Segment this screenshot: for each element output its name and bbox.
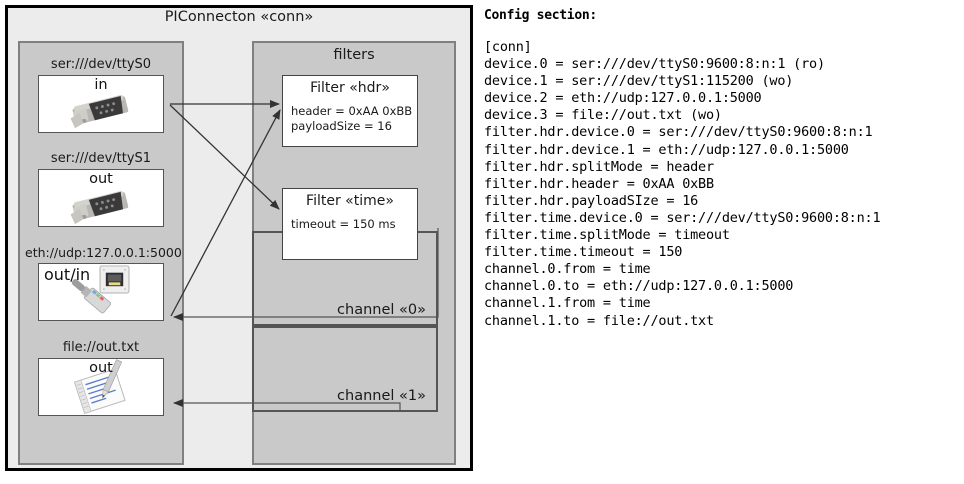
- channel-1-label: channel «1»: [337, 388, 426, 404]
- config-line: [conn]: [484, 39, 532, 55]
- filter-hdr-card[interactable]: Filter «hdr» header = 0xAA 0xBB payloadS…: [282, 75, 418, 147]
- device-ttys0-caption: ser:///dev/ttyS0: [50, 57, 152, 72]
- config-line: channel.1.to = file://out.txt: [484, 312, 714, 329]
- device-ethernet-body: out/in: [38, 263, 164, 321]
- device-ttys0-body: in: [38, 75, 164, 133]
- filter-hdr-props: header = 0xAA 0xBB payloadSize = 16: [291, 104, 412, 134]
- config-line: filter.hdr.device.0 = ser:///dev/ttyS0:9…: [484, 124, 873, 141]
- config-line: device.3 = file://out.txt (wo): [484, 107, 722, 124]
- config-section: Config section: [conn]device.0 = ser:///…: [484, 8, 960, 330]
- serial-port-icon: [70, 190, 129, 225]
- config-line: filter.hdr.payloadSIze = 16: [484, 192, 699, 209]
- config-line: filter.hdr.splitMode = header: [484, 158, 714, 175]
- config-line: channel.0.from = time: [484, 261, 651, 278]
- device-ethernet-direction: out/in: [44, 265, 91, 284]
- device-file-body: out: [38, 358, 164, 416]
- config-line: filter.hdr.header = 0xAA 0xBB: [484, 175, 714, 192]
- filter-time-card[interactable]: Filter «time» timeout = 150 ms: [282, 188, 418, 260]
- text-file-pencil-icon: [73, 359, 126, 414]
- channel-0-label: channel «0»: [337, 302, 426, 318]
- device-ttys0-direction: in: [94, 77, 108, 93]
- config-line: device.1 = ser:///dev/ttyS1:115200 (wo): [484, 73, 794, 90]
- channel-1-box: channel «1»: [252, 326, 438, 412]
- config-lines: [conn]device.0 = ser:///dev/ttyS0:9600:8…: [484, 39, 960, 330]
- page-title: PIConnecton «conn»: [164, 9, 314, 25]
- config-line: channel.1.from = time: [484, 295, 651, 312]
- serial-port-icon: [70, 94, 129, 129]
- device-file[interactable]: file://out.txt out: [25, 340, 177, 416]
- device-ethernet-caption: eth://udp:127.0.0.1:5000: [25, 245, 182, 260]
- device-file-direction: out: [89, 360, 113, 376]
- config-line: filter.time.splitMode = timeout: [484, 227, 730, 244]
- device-ttys0[interactable]: ser:///dev/ttyS0 in: [25, 57, 177, 133]
- filter-time-title: Filter «time»: [306, 193, 394, 209]
- filters-panel-title: filters: [333, 47, 375, 63]
- device-ethernet[interactable]: eth://udp:127.0.0.1:5000 out/in: [25, 245, 182, 321]
- config-heading: Config section:: [484, 8, 597, 23]
- filter-hdr-title: Filter «hdr»: [310, 80, 390, 96]
- device-ttys1[interactable]: ser:///dev/ttyS1 out: [25, 151, 177, 227]
- config-line: filter.hdr.device.1 = eth://udp:127.0.0.…: [484, 141, 849, 158]
- filter-hdr-prop-payloadsize: payloadSize = 16: [291, 119, 392, 133]
- filter-time-props: timeout = 150 ms: [291, 217, 396, 232]
- filter-hdr-prop-header: header = 0xAA 0xBB: [291, 104, 413, 118]
- config-line: channel.0.to = eth://udp:127.0.0.1:5000: [484, 278, 794, 295]
- ethernet-jack-icon: [71, 265, 130, 314]
- filter-time-prop-timeout: timeout = 150 ms: [291, 217, 396, 231]
- device-ttys1-body: out: [38, 169, 164, 227]
- config-line: filter.time.timeout = 150: [484, 244, 683, 261]
- config-line: device.2 = eth://udp:127.0.0.1:5000: [484, 90, 762, 107]
- device-file-caption: file://out.txt: [62, 340, 140, 355]
- device-ttys1-caption: ser:///dev/ttyS1: [50, 151, 152, 166]
- config-line: device.0 = ser:///dev/ttyS0:9600:8:n:1 (…: [484, 56, 825, 73]
- config-line: filter.time.device.0 = ser:///dev/ttyS0:…: [484, 209, 881, 226]
- device-ttys1-direction: out: [89, 171, 113, 187]
